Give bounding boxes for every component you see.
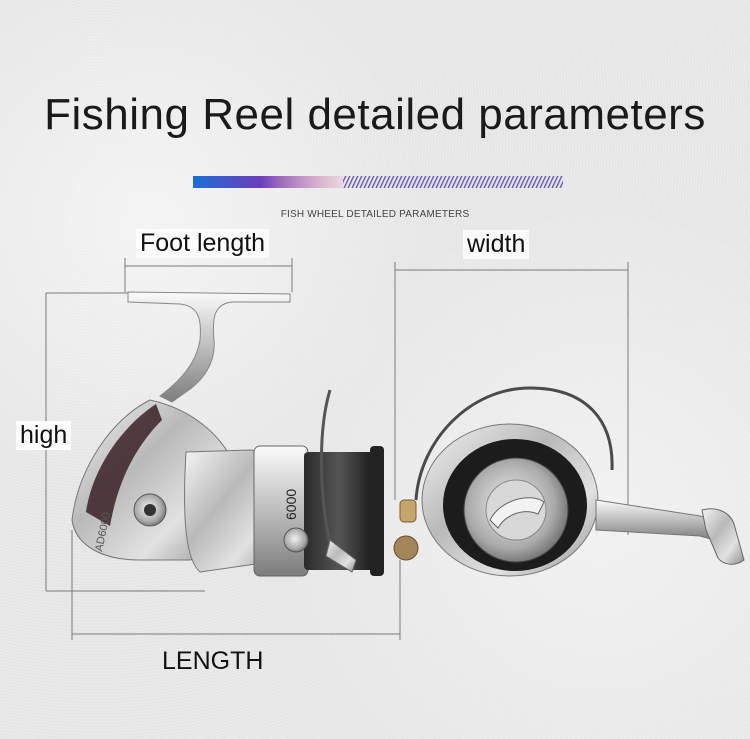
reel-bail-wire <box>319 389 336 561</box>
reel-line-roller <box>283 527 309 553</box>
reel-drag-lever <box>489 497 545 529</box>
reel-side-view: AD6000 6000 <box>71 291 384 577</box>
length-label: LENGTH <box>162 647 264 675</box>
page-title: Fishing Reel detailed parameters <box>44 90 706 139</box>
reel-side-panel <box>86 404 162 526</box>
reel-handle-arm <box>595 499 716 541</box>
accent-gradient-bar <box>193 176 563 188</box>
reel-front-knob <box>393 535 419 561</box>
reel-spool-lip <box>253 445 309 577</box>
reel-foot <box>127 291 291 403</box>
reel-spool-front <box>370 446 384 576</box>
reel-front-view <box>393 386 745 577</box>
reel-spool-number: 6000 <box>283 489 299 520</box>
reel-front-roller <box>399 499 417 523</box>
reel-handle-knob <box>701 508 745 565</box>
high-label: high <box>16 421 72 450</box>
reel-front-bail <box>414 386 614 501</box>
foot-length-label: Foot length <box>136 229 270 258</box>
width-label: width <box>463 230 530 259</box>
page-subtitle: FISH WHEEL DETAILED PARAMETERS <box>280 209 470 220</box>
